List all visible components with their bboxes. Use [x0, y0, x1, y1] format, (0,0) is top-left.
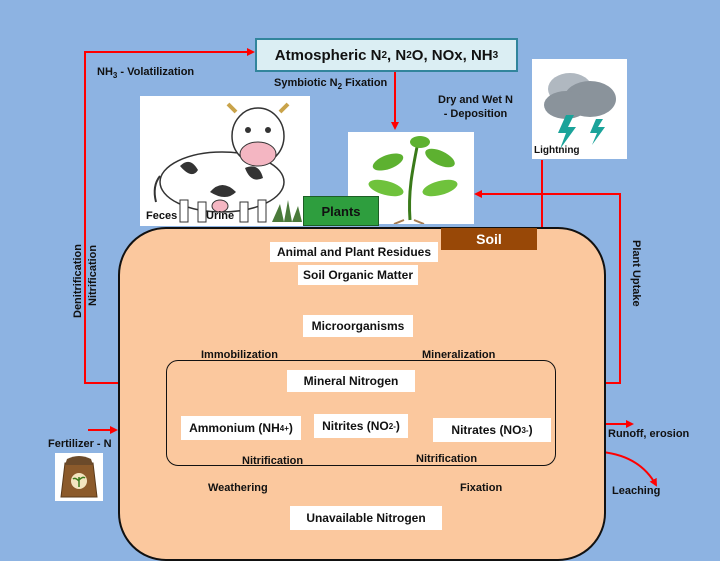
denitrification-label: Denitrification: [72, 244, 84, 318]
symbiotic-label: Symbiotic N2 Fixation: [274, 77, 388, 92]
volatilization-label: NH3 - Volatilization: [97, 66, 195, 81]
fertilizer-panel: [55, 453, 103, 501]
lightning-panel: Lightning: [532, 59, 627, 159]
immobilization-label: Immobilization: [201, 349, 278, 361]
residues-box: Animal and Plant Residues: [270, 242, 438, 262]
urine-label: Urine: [206, 210, 235, 222]
plants-label: Plants: [303, 196, 379, 226]
microorganisms-box: Microorganisms: [303, 315, 413, 337]
som-box: Soil Organic Matter: [298, 265, 418, 285]
plant-uptake-label: Plant Uptake: [630, 240, 642, 307]
lightning-cloud-icon: [544, 73, 616, 149]
cow-icon: [153, 102, 290, 223]
lightning-label: Lightning: [534, 145, 580, 156]
grass-icon: [272, 200, 302, 222]
nitrification-side-label: Nitrification: [87, 244, 99, 306]
fixation-label: Fixation: [460, 482, 503, 494]
fertilizer-label: Fertilizer - N: [48, 438, 112, 450]
nitrification-label-1: Nitrification: [242, 455, 304, 467]
cow-panel: Feces Urine: [140, 96, 310, 226]
leaching-label: Leaching: [612, 485, 661, 497]
nitrification-label-2: Nitrification: [416, 453, 478, 465]
runoff-label: Runoff, erosion: [608, 428, 690, 440]
mineral-nitrogen-region: [166, 360, 556, 466]
plant-icon: [368, 136, 458, 225]
mineral-nitrogen-box: Mineral Nitrogen: [287, 370, 415, 392]
plant-uptake-arrow: [474, 190, 621, 384]
feces-label: Feces: [146, 210, 178, 222]
denitrification-arrow: [84, 48, 255, 384]
weathering-label: Weathering: [208, 482, 268, 494]
unavailable-nitrogen-box: Unavailable Nitrogen: [290, 506, 442, 530]
leaching-arrow: [601, 451, 657, 487]
soil-label: Soil: [441, 228, 537, 250]
deposition-label: Dry and Wet N - Deposition: [438, 94, 513, 120]
fertilizer-bag-icon: [60, 456, 98, 498]
mineralization-label: Mineralization: [422, 349, 496, 361]
